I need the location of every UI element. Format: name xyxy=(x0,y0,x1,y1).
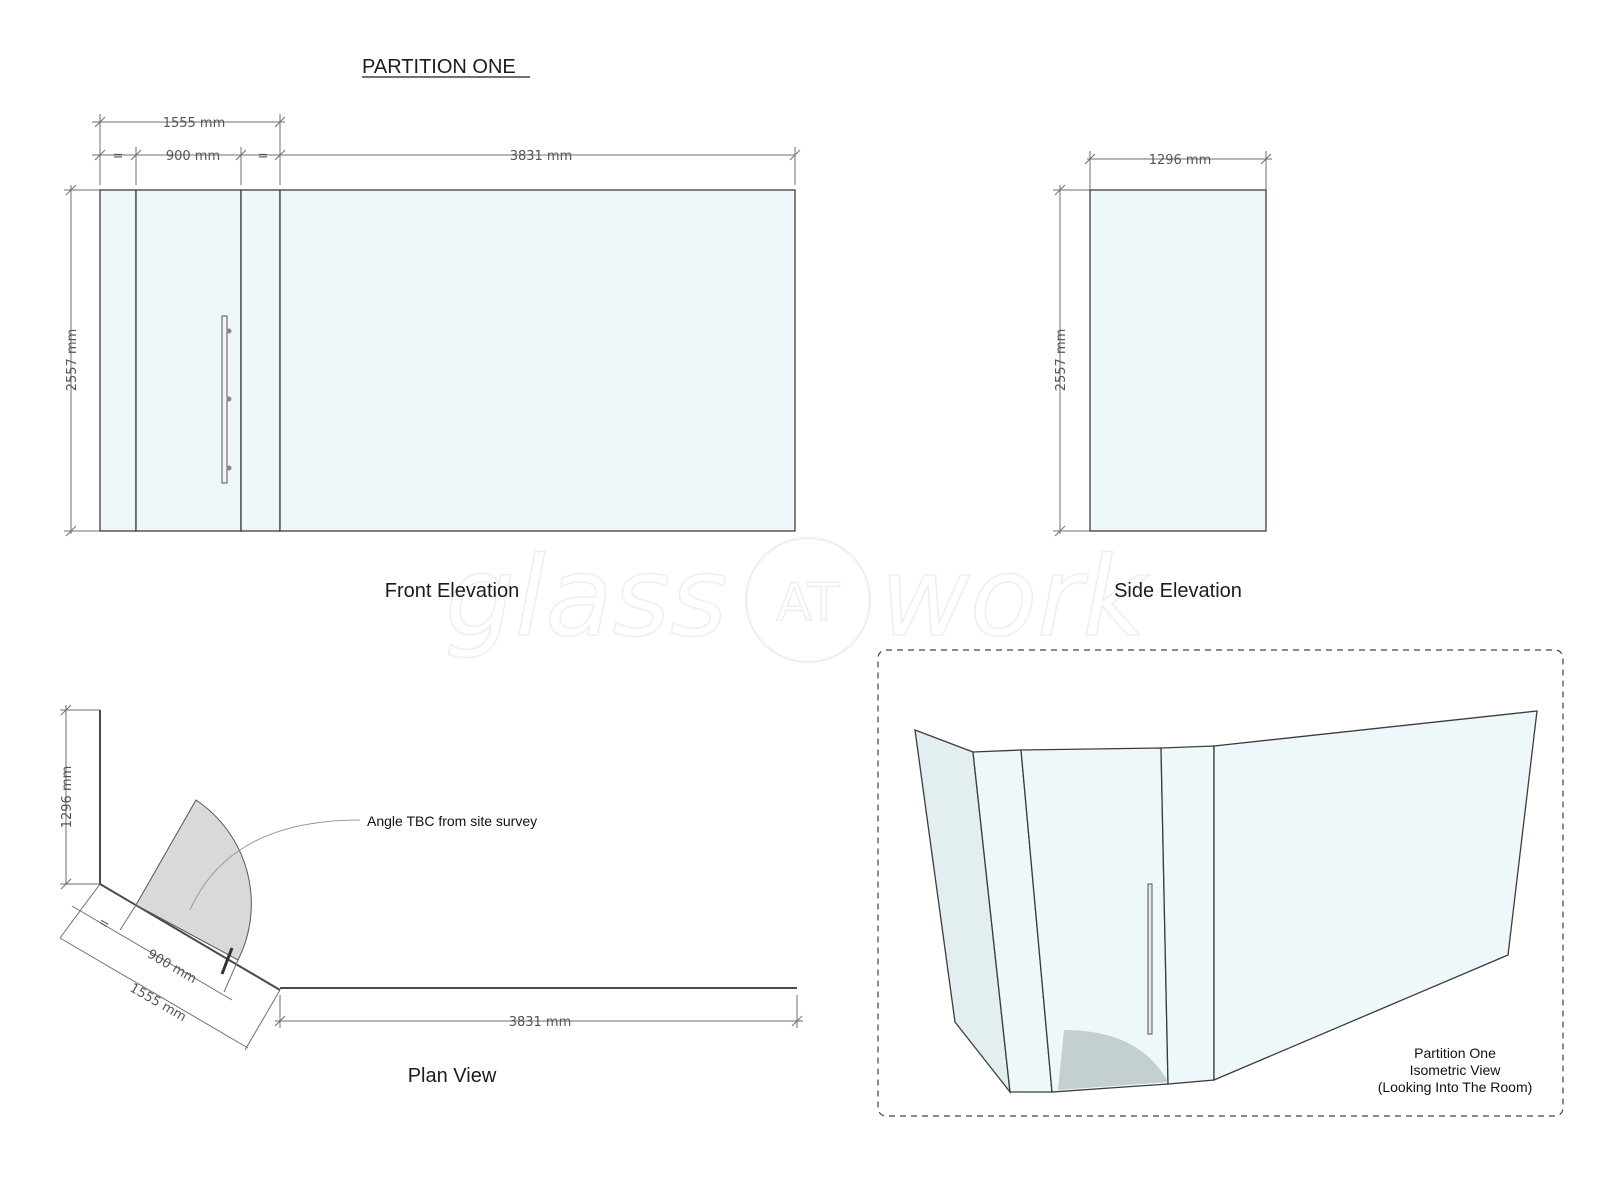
iso-caption-line1: Partition One xyxy=(1414,1045,1496,1061)
annotation-angle-tbc: Angle TBC from site survey xyxy=(367,813,537,829)
door-swing-arc xyxy=(135,799,252,961)
isometric-view: Partition One Isometric View (Looking In… xyxy=(877,649,1564,1117)
watermark-text-right: work xyxy=(880,533,1150,661)
watermark: glass AT work xyxy=(444,532,1151,663)
dim-text-1555-plan: 1555 mm xyxy=(127,981,189,1025)
plan-door-section xyxy=(99,883,281,991)
dim-text-equal-plan: = xyxy=(95,915,112,933)
iso-main-panel xyxy=(1213,710,1538,1081)
dim-text-900-plan: 900 mm xyxy=(144,947,199,987)
dim-text-equal-left: = xyxy=(113,149,124,164)
plan-view: 1296 mm Angle TBC from site survey = 900… xyxy=(59,704,803,1087)
side-panel xyxy=(1089,189,1267,532)
iso-caption-line3: (Looking Into The Room) xyxy=(1378,1079,1533,1095)
iso-sidelight-right xyxy=(1160,745,1215,1085)
dim-text-1555: 1555 mm xyxy=(163,116,226,131)
plan-door-handle xyxy=(220,947,234,975)
side-elevation: 1296 mm 2557 mm Side Elevation xyxy=(1053,151,1272,602)
watermark-logo-text: AT xyxy=(776,573,840,633)
dim-text-equal-right: = xyxy=(258,149,269,164)
isometric-frame xyxy=(877,649,1564,1117)
angle-leader-line xyxy=(189,819,361,911)
dim-text-1296-plan: 1296 mm xyxy=(60,766,75,829)
iso-door-handle xyxy=(1147,883,1153,1035)
main-fixed-panel xyxy=(279,189,796,532)
dim-text-2557-side: 2557 mm xyxy=(1054,329,1069,392)
label-side-elevation: Side Elevation xyxy=(1114,580,1242,602)
watermark-text-left: glass xyxy=(445,533,727,661)
dim-text-2557-front: 2557 mm xyxy=(65,329,80,392)
watermark-logo-circle xyxy=(745,537,871,663)
dim-text-1296-side: 1296 mm xyxy=(1149,153,1212,168)
door-handle xyxy=(221,315,228,484)
front-elevation: 1555 mm = 900 mm = 3831 mm 2557 mm Front xyxy=(64,114,801,602)
label-front-elevation: Front Elevation xyxy=(385,580,520,602)
sidelight-right-panel xyxy=(240,189,281,532)
label-plan-view: Plan View xyxy=(408,1065,497,1087)
dim-text-900: 900 mm xyxy=(166,149,220,164)
dim-text-3831-plan: 3831 mm xyxy=(509,1015,572,1030)
drawing-title: PARTITION ONE xyxy=(362,56,516,78)
iso-door-swing xyxy=(1058,1030,1168,1090)
sidelight-left-panel xyxy=(99,189,137,532)
iso-caption-line2: Isometric View xyxy=(1410,1062,1502,1078)
dim-text-3831: 3831 mm xyxy=(510,149,573,164)
